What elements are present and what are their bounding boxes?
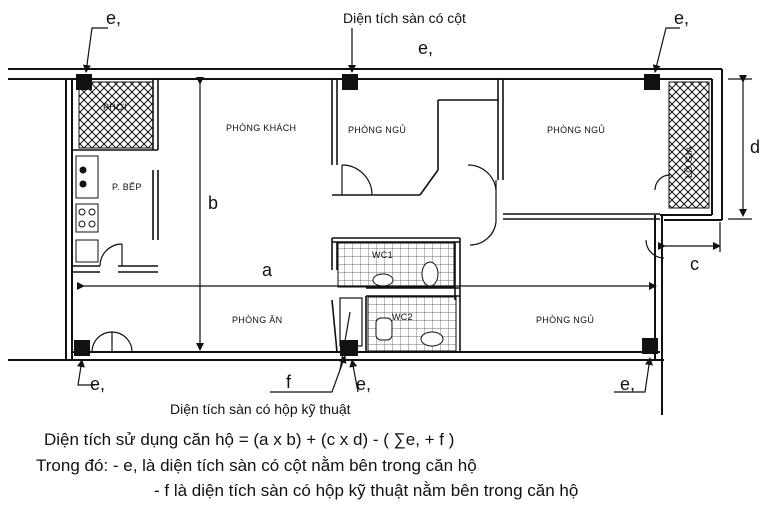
room-wc1: WC1 [372,250,393,260]
right-balcony-hatch [668,81,710,209]
column-marker-e: e, [106,8,121,28]
room-bedroom-2: PHÒNG NGỦ [547,124,605,135]
formula-line-3: - f là diện tích sàn có hộp kỹ thuật nằm… [154,481,579,500]
column-marker-e: e, [90,374,105,394]
column-marker-e: e, [620,374,635,394]
room-bedroom-1: PHÒNG NGỦ [348,124,406,135]
doors [91,164,671,353]
room-dining: PHÒNG ĂN [232,315,282,325]
room-wc2: WC2 [392,312,413,322]
leader-lines [76,27,680,393]
interior-walls [72,79,660,353]
dimension-a-label: a [262,260,273,280]
dimension-c-label: c [690,254,699,274]
room-kitchen: P. BẾP [112,182,142,192]
columns [74,74,660,356]
dimension-lines [77,75,752,351]
room-left-balcony: PHƠI [103,102,127,112]
left-balcony-hatch [78,81,154,149]
technical-shaft [339,297,363,347]
dimension-b-label: b [208,193,218,213]
dimension-d-label: d [750,137,760,157]
bathroom-fixtures [337,242,457,352]
column-marker-e: e, [418,38,433,58]
column-marker-e: e, [674,8,689,28]
floor-plan-drawing: PHƠI P. BẾP PHÒNG KHÁCH PHÒNG NGỦ PHÒNG … [8,8,760,417]
column-marker-e: e, [356,374,371,394]
column-area-label: Diện tích sàn có cột [343,10,466,26]
room-bedroom-3: PHÒNG NGỦ [536,314,594,325]
room-right-balcony: LÔ GIA [684,146,694,178]
room-living: PHÒNG KHÁCH [226,123,296,133]
formula-line-1: Diện tích sử dụng căn hộ = (a x b) + (c … [44,430,455,449]
formula-line-2: Trong đó: - e, là diện tích sàn có cột n… [36,456,477,475]
kitchen-fixtures [75,155,99,263]
shaft-area-label: Diện tích sàn có hộp kỹ thuật [170,401,351,417]
shaft-marker-f: f [286,372,292,392]
